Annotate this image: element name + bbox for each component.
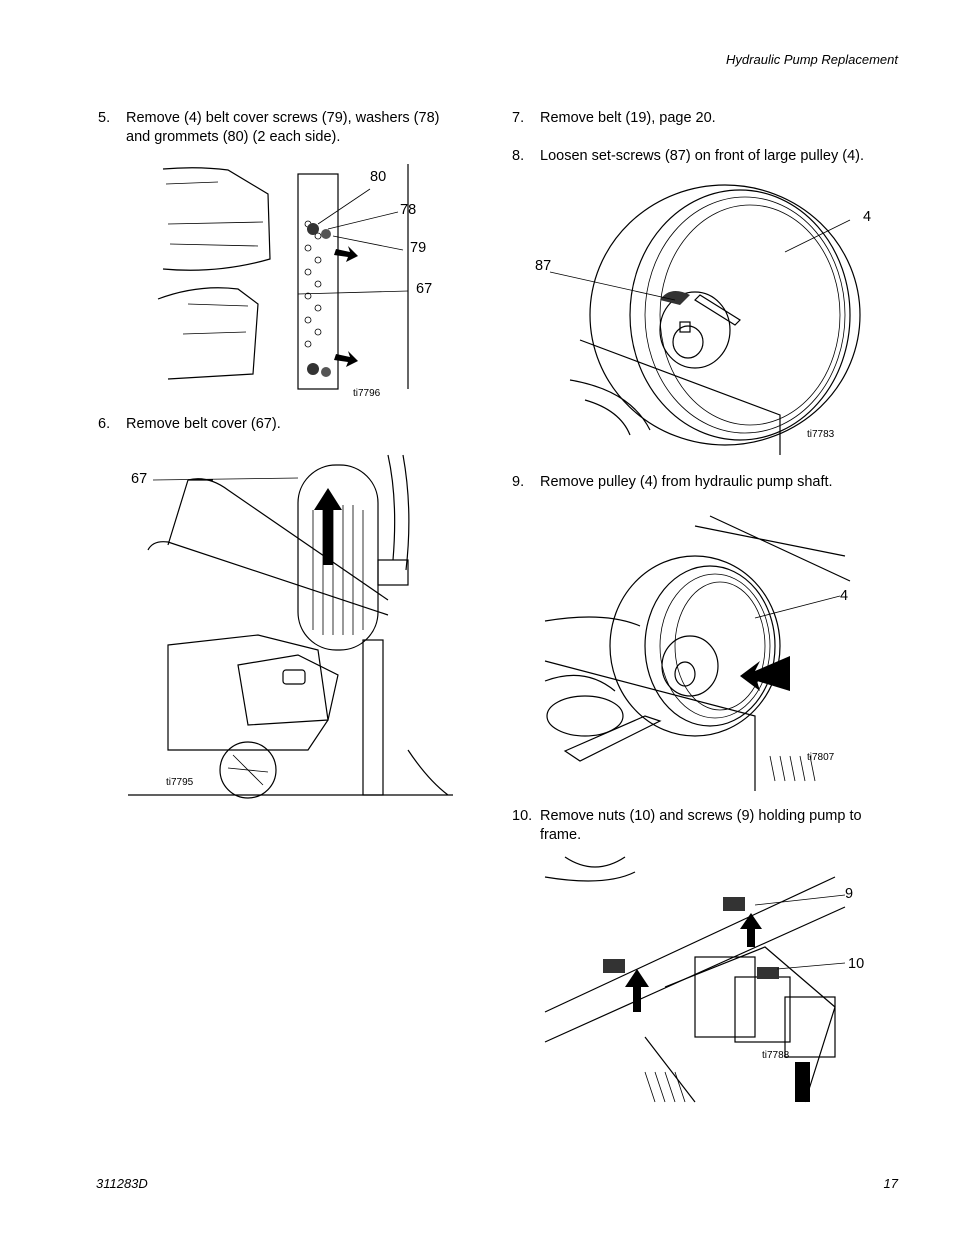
step-text-line1: Remove nuts (10) and screws (9) holding … (540, 808, 862, 824)
callout-87: 87 (535, 258, 552, 274)
step-text-line1: Remove belt (19), page 20. (540, 110, 716, 126)
callout-80: 80 (370, 169, 387, 185)
callout-67: 67 (416, 281, 433, 297)
figure-pump-nuts-screws: 9 10 ti7788 (544, 856, 870, 1107)
step-number: 9. (512, 474, 525, 490)
belt-cover-removal-illustration (128, 454, 453, 799)
belt-cover-screws-illustration (157, 164, 409, 390)
section-title: Hydraulic Pump Replacement (726, 52, 898, 67)
pulley-set-screws-illustration (549, 184, 861, 455)
callout-4: 4 (863, 209, 872, 225)
callout-4: 4 (840, 588, 849, 604)
step-number: 5. (98, 110, 111, 126)
callout-10: 10 (848, 956, 865, 972)
figure-belt-cover-screws: 80 78 79 67 ti7796 (157, 164, 448, 404)
figure-code: ti7807 (807, 752, 835, 763)
figure-pulley-removal: 4 ti7807 (544, 515, 855, 791)
step-text-line1: Remove pulley (4) from hydraulic pump sh… (540, 474, 833, 490)
figure-code: ti7783 (807, 429, 835, 440)
step-text-line2: and grommets (80) (2 each side). (126, 129, 341, 145)
step-text-line1: Remove (4) belt cover screws (79), washe… (126, 110, 440, 126)
figure-pulley-set-screws: 4 87 ti7783 (530, 180, 880, 455)
callout-9: 9 (845, 886, 854, 902)
step-10: 10. Remove nuts (10) and screws (9) hold… (512, 807, 912, 847)
pulley-removal-illustration (544, 515, 851, 791)
step-5: 5. Remove (4) belt cover screws (79), wa… (98, 109, 478, 149)
step-text-line1: Loosen set-screws (87) on front of large… (540, 148, 864, 164)
callout-78: 78 (400, 202, 417, 218)
figure-code: ti7788 (762, 1050, 790, 1061)
step-number: 10. (512, 808, 533, 824)
callout-79: 79 (410, 240, 427, 256)
step-6: 6. Remove belt cover (67). (98, 415, 478, 435)
figure-code: ti7796 (353, 388, 381, 399)
doc-number: 311283D (96, 1176, 148, 1191)
figure-code: ti7795 (166, 777, 194, 788)
step-number: 6. (98, 416, 111, 432)
step-number: 7. (512, 110, 525, 126)
step-7: 7. Remove belt (19), page 20. (512, 109, 912, 129)
step-text-line2: frame. (540, 827, 582, 843)
callout-67: 67 (131, 471, 148, 487)
figure-belt-cover-removal: 67 ti7795 (128, 450, 453, 802)
step-9: 9. Remove pulley (4) from hydraulic pump… (512, 473, 912, 493)
step-8: 8. Loosen set-screws (87) on front of la… (512, 147, 912, 167)
page-number: 17 (883, 1176, 898, 1191)
pump-nuts-screws-illustration (544, 856, 846, 1103)
step-text-line1: Remove belt cover (67). (126, 416, 281, 432)
step-number: 8. (512, 148, 525, 164)
